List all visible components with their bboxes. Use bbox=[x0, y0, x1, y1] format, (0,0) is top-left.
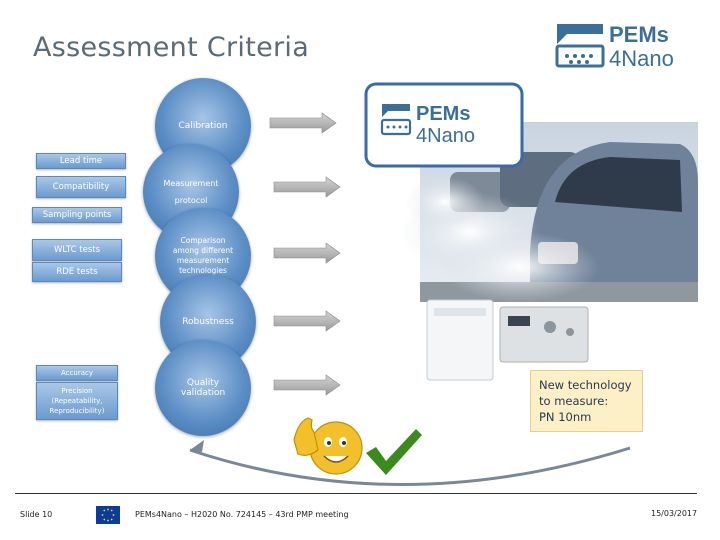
logo-text-4nano: 4Nano bbox=[609, 46, 674, 70]
step-label: Quality bbox=[186, 378, 220, 388]
arrow-right-icon bbox=[269, 112, 337, 134]
checkmark-icon bbox=[366, 429, 422, 475]
rde-tests-label: RDE tests bbox=[32, 262, 122, 282]
eu-flag-icon bbox=[96, 506, 120, 524]
new-technology-line: to measure: bbox=[539, 394, 609, 408]
photo-logo-pems: PEMs bbox=[416, 103, 470, 125]
footer-date: 15/03/2017 bbox=[651, 509, 698, 518]
new-technology-note: New technology to measure: PN 10nm bbox=[530, 370, 643, 432]
footer-divider bbox=[15, 493, 697, 494]
new-technology-line: PN 10nm bbox=[539, 410, 592, 424]
step-label: validation bbox=[180, 388, 226, 398]
pems4nano-logo: PEMs 4Nano bbox=[555, 22, 674, 70]
wltc-tests-label: WLTC tests bbox=[32, 239, 122, 261]
precision-label: Precision (Repeatability, Reproducibilit… bbox=[36, 382, 118, 420]
compatibility-label: Compatibility bbox=[36, 176, 126, 198]
accuracy-label: Accuracy bbox=[36, 365, 118, 381]
step-label: Measurement bbox=[163, 179, 219, 188]
arrow-right-icon bbox=[273, 374, 341, 396]
arrow-right-icon bbox=[273, 242, 341, 264]
arrow-right-icon bbox=[273, 310, 341, 332]
step-label: Robustness bbox=[182, 317, 234, 327]
sampling-points-label: Sampling points bbox=[32, 207, 122, 223]
step-label: Comparison among different measurement t… bbox=[172, 236, 234, 275]
step-label: Calibration bbox=[178, 121, 228, 131]
feedback-loop-arrow-icon bbox=[189, 440, 631, 486]
step-quality-validation: Quality validation bbox=[155, 340, 251, 436]
logo-text-pems: PEMs bbox=[609, 22, 669, 47]
new-technology-line: New technology bbox=[539, 378, 632, 392]
page-title: Assessment Criteria bbox=[33, 32, 310, 63]
lead-time-label: Lead time bbox=[36, 153, 126, 169]
traffic-emissions-photo: PEMs 4Nano bbox=[364, 82, 698, 381]
thumbs-up-smiley-icon bbox=[293, 417, 363, 475]
arrow-right-icon bbox=[273, 176, 341, 198]
step-label: protocol bbox=[174, 196, 208, 205]
slide-number: Slide 10 bbox=[20, 510, 53, 519]
photo-logo-4nano: 4Nano bbox=[416, 125, 475, 147]
footer-meeting-info: PEMs4Nano – H2020 No. 724145 – 43rd PMP … bbox=[135, 510, 349, 519]
